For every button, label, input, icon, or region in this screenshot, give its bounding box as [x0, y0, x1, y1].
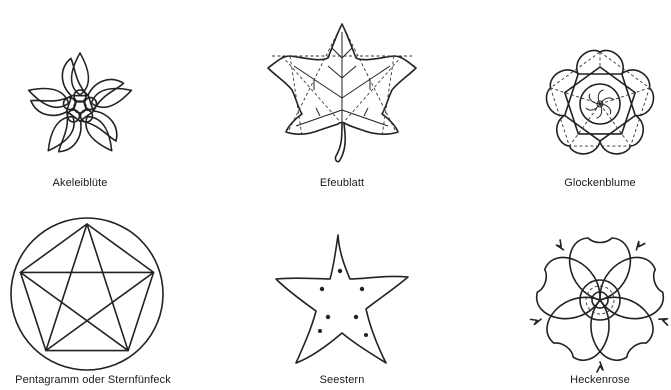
figure-efeublatt [262, 18, 422, 173]
heckenrose-drawing [530, 228, 670, 373]
seestern-drawing [270, 225, 410, 370]
ivy-stem [335, 124, 345, 162]
bell-swirl [586, 89, 614, 119]
figure-heckenrose [530, 228, 670, 373]
efeublatt-drawing [262, 18, 422, 173]
figure-glockenblume [535, 36, 665, 176]
rose-petals [532, 238, 669, 368]
akelei-petals [26, 53, 134, 156]
caption-glockenblume: Glockenblume [564, 177, 636, 189]
pentagram-circle [11, 218, 163, 370]
caption-efeublatt: Efeublatt [320, 177, 364, 189]
pentagramm-drawing [2, 215, 172, 375]
akeleibluete-drawing [10, 30, 150, 180]
caption-akeleibluete: Akeleiblüte [53, 177, 108, 189]
glockenblume-drawing [535, 36, 665, 176]
caption-heckenrose: Heckenrose [570, 374, 630, 386]
caption-pentagramm: Pentagramm oder Sternfünfeck [15, 374, 171, 386]
figure-akeleibluete [10, 30, 150, 180]
bell-construction-lines [551, 52, 650, 146]
starfish-outline [276, 235, 408, 363]
figure-pentagramm [2, 215, 172, 375]
figure-seestern [270, 225, 410, 370]
ivy-veins [294, 32, 390, 126]
caption-seestern: Seestern [320, 374, 365, 386]
